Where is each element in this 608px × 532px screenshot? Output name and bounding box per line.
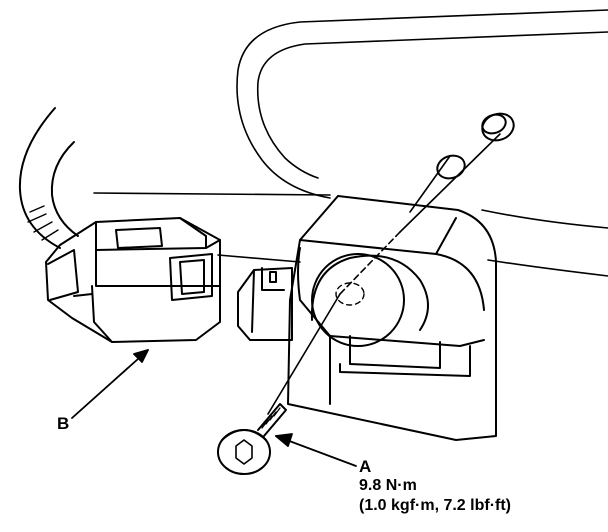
leader-arrow-b <box>71 349 149 419</box>
callout-label-a: A <box>359 457 372 476</box>
sensor-unit-housing <box>287 195 497 441</box>
body-panel-outline <box>93 9 608 277</box>
wire-harness <box>18 107 79 249</box>
alignment-axis <box>267 133 501 415</box>
harness-connector <box>45 217 221 343</box>
callout-label-b: B <box>57 414 70 433</box>
washer-middle <box>436 154 466 180</box>
torque-spec-alt-units: (1.0 kgf·m, 7.2 lbf·ft) <box>359 497 512 514</box>
unit-connector-plug <box>237 267 293 341</box>
torque-spec-nm: 9.8 N·m <box>359 477 417 494</box>
leader-arrow-a <box>275 433 357 467</box>
mounting-bolt <box>217 403 287 475</box>
inner-bushing <box>335 282 365 306</box>
washer-top <box>481 112 515 142</box>
